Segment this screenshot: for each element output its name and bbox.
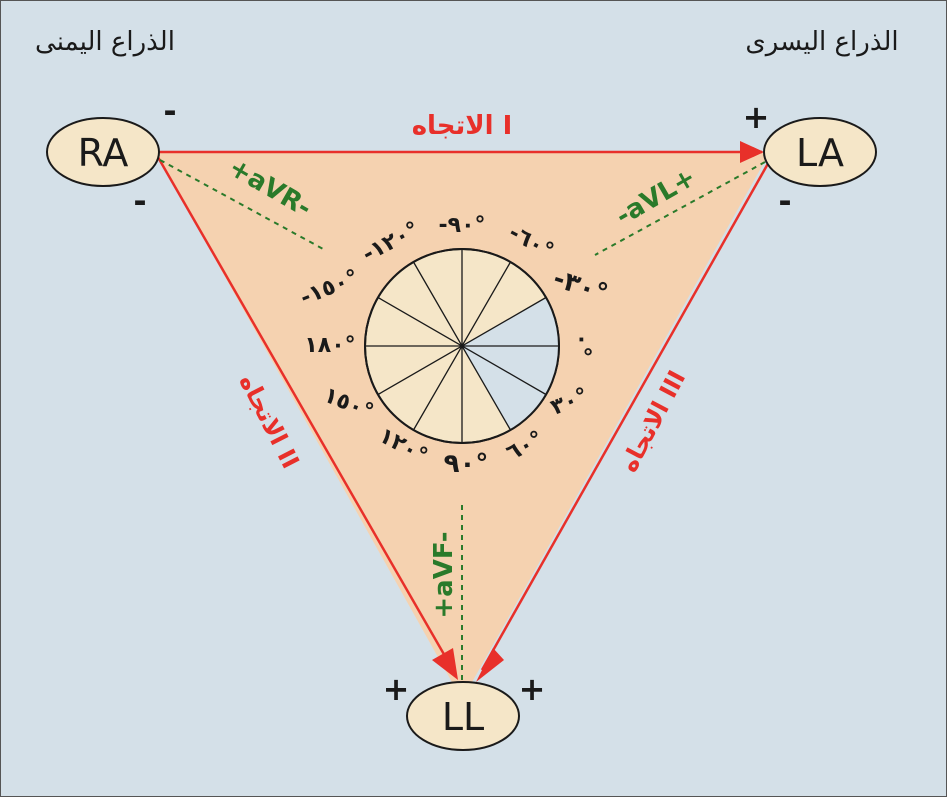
- lead-iii-arrow: [480, 159, 772, 671]
- lead-i-label: الاتجاه I: [412, 111, 513, 141]
- electrode-ll: LL: [406, 681, 520, 751]
- electrode-ra: RA: [46, 117, 160, 187]
- la-bottom-polarity: -: [778, 182, 791, 220]
- electrode-ll-label: LL: [442, 695, 484, 739]
- electrode-la: LA: [763, 117, 877, 187]
- avl-dashed-line: [594, 161, 766, 256]
- lead-ii-arrowhead: [432, 648, 458, 680]
- electrode-la-label: LA: [796, 131, 844, 175]
- avf-label: +aVF-: [429, 531, 459, 618]
- right-arm-label: الذراع اليمنى: [35, 27, 175, 57]
- ra-bottom-polarity: -: [133, 182, 146, 220]
- la-top-polarity: +: [743, 98, 770, 136]
- ll-right-polarity: +: [519, 670, 546, 708]
- angle-0: ٠°: [569, 333, 594, 357]
- left-arm-label: الذراع اليسرى: [745, 27, 898, 57]
- angle-neg90: -٩٠°: [439, 213, 486, 238]
- electrode-ra-label: RA: [78, 131, 129, 175]
- lead-iii-arrowhead: [476, 648, 504, 682]
- ra-top-polarity: -: [163, 92, 176, 130]
- angle-90: ٩٠°: [444, 449, 489, 479]
- hexaxial-circle: [364, 248, 560, 444]
- lead-i-arrowhead: [740, 141, 764, 163]
- angle-180: ١٨٠°: [304, 333, 355, 358]
- ll-left-polarity: +: [383, 670, 410, 708]
- lead-ii-arrow: [153, 151, 455, 671]
- avr-dashed-line: [159, 159, 326, 251]
